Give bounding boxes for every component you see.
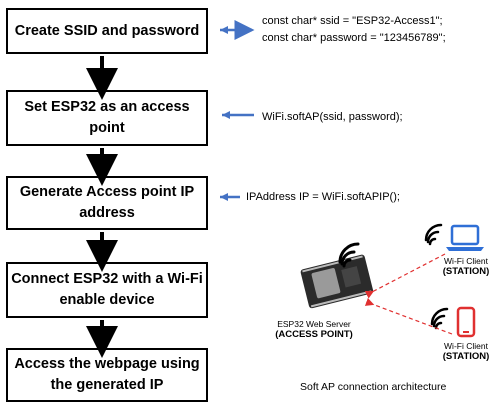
esp32-board-icon — [300, 254, 374, 309]
connection-links — [364, 253, 453, 335]
step-set-access-point: Set ESP32 as an access point — [6, 90, 208, 146]
step-create-ssid: Create SSID and password — [6, 8, 208, 54]
step-label: Access the webpage using the generated I… — [14, 356, 200, 393]
step-label: Create SSID and password — [14, 22, 200, 39]
laptop-icon — [446, 224, 484, 251]
step-label: Generate Access point IP address — [19, 184, 195, 221]
code-ssid-line: const char* ssid = "ESP32-Access1"; — [262, 15, 443, 27]
step-label: Connect ESP32 with a Wi-Fi enable device — [11, 271, 203, 308]
wifi-icon — [430, 307, 449, 330]
architecture-caption: Soft AP connection architecture — [300, 381, 447, 393]
wifi-icon — [424, 223, 443, 246]
step-label: Set ESP32 as an access point — [24, 99, 190, 136]
client1-label: Wi-Fi Client — [444, 256, 488, 266]
code-password-line: const char* password = "123456789"; — [262, 32, 446, 44]
code-pointer-arrows — [220, 20, 255, 201]
code-softap-line: WiFi.softAP(ssid, password); — [262, 111, 403, 123]
client1-role: (STATION) — [442, 266, 490, 277]
phone-icon — [456, 306, 476, 338]
server-label: ESP32 Web Server — [277, 319, 351, 329]
link-phone — [364, 297, 453, 335]
wifi-icon — [338, 242, 360, 268]
code-ip-line: IPAddress IP = WiFi.softAPIP(); — [246, 191, 400, 203]
client2-role: (STATION) — [442, 351, 490, 362]
client2-label: Wi-Fi Client — [444, 341, 488, 351]
server-role: (ACCESS POINT) — [275, 329, 353, 340]
